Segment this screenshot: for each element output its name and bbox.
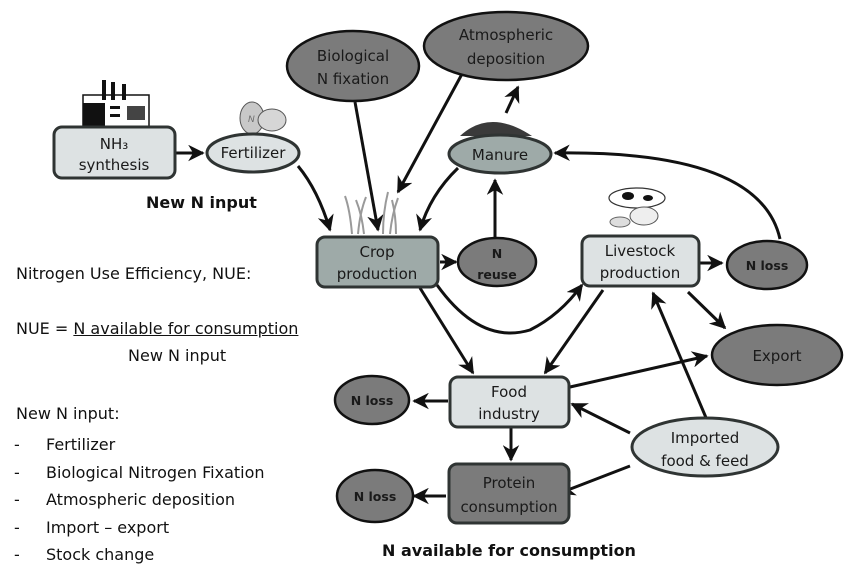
- svg-text:Manure: Manure: [472, 146, 528, 164]
- livestock-icon: [608, 187, 666, 228]
- list-item: Biological Nitrogen Fixation: [14, 459, 265, 487]
- arrow-fertilizer-to-crop: [296, 165, 334, 232]
- nue-formula-prefix: NUE =: [16, 319, 74, 338]
- arrow-import-to-protein: [558, 464, 631, 496]
- node-n-reuse: N reuse: [456, 236, 538, 288]
- svg-text:Crop: Crop: [359, 243, 394, 261]
- node-manure: Manure: [447, 133, 553, 175]
- node-export: Export: [710, 323, 844, 387]
- arrow-import-to-food: [570, 402, 631, 435]
- node-food-industry: Food industry: [448, 375, 571, 429]
- heading-new-n-input: New N input: [146, 193, 257, 212]
- new-n-input-list: Fertilizer Biological Nitrogen Fixation …: [14, 431, 265, 569]
- arrow-nloss-to-manure: [553, 144, 782, 240]
- svg-text:Fertilizer: Fertilizer: [221, 144, 287, 162]
- list-item: Import – export: [14, 514, 265, 542]
- node-crop-production: Crop production: [315, 235, 440, 289]
- arrow-manure-to-crop: [416, 166, 460, 232]
- nue-denominator: New N input: [128, 346, 227, 365]
- svg-text:N loss: N loss: [746, 258, 789, 273]
- node-protein-consumption: Protein consumption: [447, 462, 571, 525]
- arrow-livestock-to-food: [543, 289, 605, 375]
- arrow-import-to-livestock: [651, 291, 709, 421]
- svg-text:consumption: consumption: [460, 498, 557, 516]
- node-atmospheric-deposition: Atmospheric deposition: [422, 10, 590, 82]
- node-n-loss-food: N loss: [333, 374, 411, 426]
- svg-text:synthesis: synthesis: [79, 156, 150, 174]
- svg-text:NH₃: NH₃: [100, 135, 129, 153]
- nue-title: Nitrogen Use Efficiency, NUE:: [16, 264, 252, 283]
- node-n-loss-protein: N loss: [335, 468, 415, 524]
- arrow-manure-to-atm: [504, 85, 520, 114]
- arrow-crop-to-food: [418, 287, 475, 375]
- svg-text:N fixation: N fixation: [317, 70, 389, 88]
- svg-text:Atmospheric: Atmospheric: [459, 26, 553, 44]
- svg-text:N: N: [248, 114, 255, 124]
- node-livestock-production: Livestock production: [580, 234, 701, 288]
- svg-text:production: production: [600, 264, 681, 282]
- svg-text:industry: industry: [478, 405, 540, 423]
- arrow-food-to-export: [569, 351, 709, 389]
- svg-text:N: N: [492, 246, 502, 261]
- flow-arrows: [176, 73, 782, 505]
- new-n-input-list-title: New N input:: [16, 404, 120, 423]
- svg-text:Imported: Imported: [671, 429, 740, 447]
- svg-text:Protein: Protein: [483, 474, 536, 492]
- crops-icon: [344, 191, 399, 235]
- svg-text:food & feed: food & feed: [661, 452, 749, 470]
- svg-text:Export: Export: [752, 347, 801, 365]
- arrow-livestock-to-export: [686, 290, 727, 330]
- svg-text:reuse: reuse: [477, 267, 516, 282]
- arrow-crop-to-livestock: [435, 283, 584, 335]
- node-nh3-synthesis: NH₃ synthesis: [52, 125, 177, 180]
- node-imported-food-feed: Imported food & feed: [630, 416, 780, 478]
- svg-text:deposition: deposition: [467, 50, 545, 68]
- list-item: Stock change: [14, 541, 265, 569]
- svg-text:Livestock: Livestock: [605, 242, 676, 260]
- nue-formula: NUE = N available for consumption: [16, 319, 298, 338]
- list-item: Atmospheric deposition: [14, 486, 265, 514]
- svg-text:production: production: [337, 265, 418, 283]
- factory-icon: [82, 80, 150, 128]
- node-biological-n-fixation: Biological N fixation: [285, 29, 421, 103]
- svg-text:Biological: Biological: [317, 47, 389, 65]
- arrow-atm-to-crop: [396, 73, 464, 194]
- svg-text:N loss: N loss: [351, 393, 394, 408]
- nue-numerator: N available for consumption: [73, 319, 299, 338]
- fertilizer-bags-icon: N: [239, 101, 287, 135]
- node-fertilizer: Fertilizer: [205, 132, 301, 174]
- manure-pile-icon: [460, 122, 532, 136]
- arrow-bnf-to-crop: [353, 101, 384, 232]
- node-n-loss-livestock: N loss: [725, 239, 809, 291]
- list-item: Fertilizer: [14, 431, 265, 459]
- svg-text:N loss: N loss: [354, 489, 397, 504]
- svg-text:Food: Food: [491, 383, 527, 401]
- heading-n-available: N available for consumption: [382, 541, 636, 560]
